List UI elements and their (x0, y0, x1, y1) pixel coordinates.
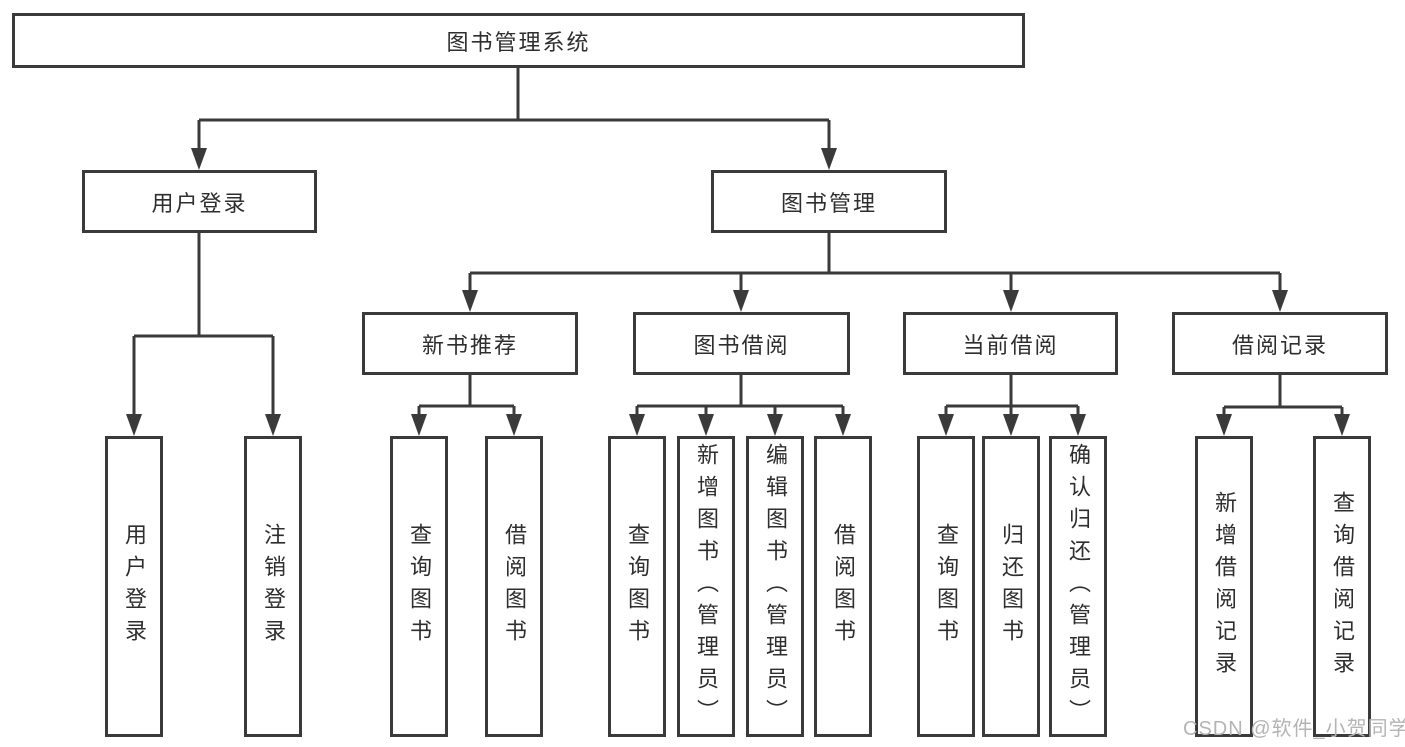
leaf-return-book-label: 归还图书 (999, 522, 1024, 651)
leaf-borrow-books: 借阅图书 (814, 436, 872, 737)
node-book-borrow: 图书借阅 (633, 312, 850, 375)
node-user-login: 用户登录 (82, 170, 317, 233)
leaf-query-books-recommend: 查询图书 (390, 436, 448, 737)
node-book-borrow-label: 图书借阅 (693, 332, 790, 358)
node-book-management-label: 图书管理 (780, 190, 877, 216)
leaf-query-books-borrow-label: 查询图书 (625, 522, 650, 651)
leaf-return-book: 归还图书 (982, 436, 1040, 737)
leaf-query-borrow-record-label: 查询借阅记录 (1330, 490, 1355, 683)
node-new-book-recommend: 新书推荐 (362, 312, 578, 375)
leaf-borrow-books-label: 借阅图书 (831, 522, 856, 651)
leaf-query-books-current: 查询图书 (917, 436, 975, 737)
node-borrow-records-label: 借阅记录 (1231, 332, 1328, 358)
watermark: CSDN @软件_小贺同学 (1183, 718, 1405, 740)
leaf-query-books-recommend-label: 查询图书 (407, 522, 432, 651)
node-book-management: 图书管理 (711, 170, 947, 233)
leaf-edit-book-admin-label: 编辑图书（管理员） (763, 442, 788, 731)
node-current-borrow-label: 当前借阅 (962, 332, 1059, 358)
leaf-logout-label: 注销登录 (261, 522, 286, 651)
node-user-login-label: 用户登录 (151, 190, 248, 216)
leaf-add-borrow-record-label: 新增借阅记录 (1212, 490, 1237, 683)
leaf-user-login: 用户登录 (105, 436, 163, 737)
node-root-label: 图书管理系统 (446, 29, 591, 55)
leaf-borrow-books-recommend-label: 借阅图书 (502, 522, 527, 651)
leaf-add-book-admin: 新增图书（管理员） (677, 436, 735, 737)
leaf-edit-book-admin: 编辑图书（管理员） (746, 436, 804, 737)
leaf-confirm-return-admin-label: 确认归还（管理员） (1066, 442, 1091, 731)
leaf-borrow-books-recommend: 借阅图书 (485, 436, 543, 737)
node-root: 图书管理系统 (12, 13, 1025, 68)
leaf-logout: 注销登录 (244, 436, 302, 737)
leaf-query-books-current-label: 查询图书 (934, 522, 959, 651)
leaf-query-borrow-record: 查询借阅记录 (1313, 436, 1371, 737)
leaf-query-books-borrow: 查询图书 (608, 436, 666, 737)
node-borrow-records: 借阅记录 (1172, 312, 1388, 375)
node-new-book-recommend-label: 新书推荐 (421, 332, 518, 358)
leaf-user-login-label: 用户登录 (122, 522, 147, 651)
leaf-add-book-admin-label: 新增图书（管理员） (694, 442, 719, 731)
leaf-confirm-return-admin: 确认归还（管理员） (1049, 436, 1107, 737)
node-current-borrow: 当前借阅 (903, 312, 1118, 375)
leaf-add-borrow-record: 新增借阅记录 (1195, 436, 1253, 737)
arrowhead-icons (126, 148, 1350, 436)
